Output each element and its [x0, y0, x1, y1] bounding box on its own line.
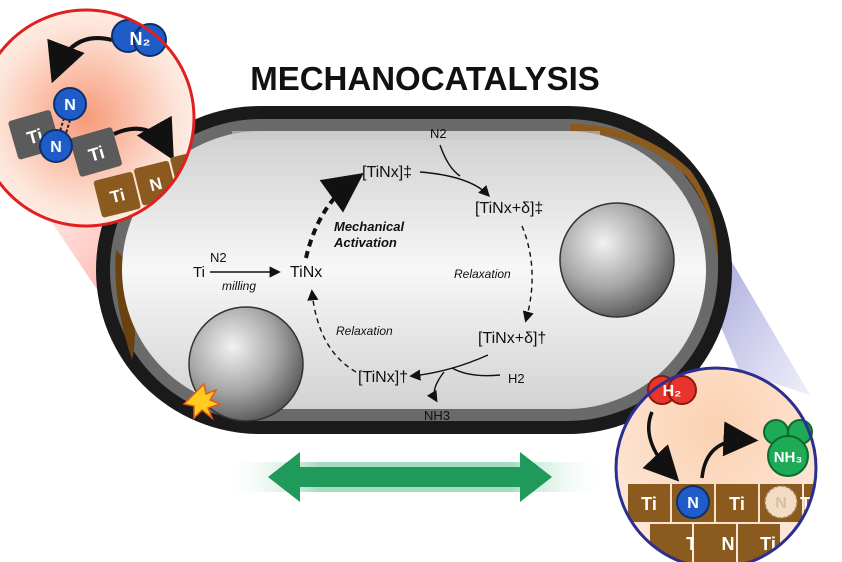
left-inset: Ti Ti N N Ti N Ti — [0, 8, 196, 228]
tinxd-dagger-label: [TiNx+δ]† — [478, 330, 546, 347]
nh3-out-arrow — [700, 421, 759, 479]
mechanical-activation-arrow — [304, 172, 364, 259]
left-relaxation-arrow — [307, 289, 357, 373]
right-row2-tile-3: Ti — [760, 534, 776, 554]
right-row1-tile-1: Ti — [641, 494, 657, 514]
adsorption-arrow — [47, 36, 113, 84]
nh3-badge-label: NH₃ — [774, 449, 803, 466]
brown-ti-tile-left — [93, 172, 141, 218]
gray-ti-tile-right — [70, 127, 122, 177]
h2-feed-label: H2 — [508, 371, 525, 386]
bottom-arc-arrow — [409, 354, 489, 381]
right-inset: Ti Ti Ti Ti N Ti N N — [614, 366, 818, 562]
h2-badge-label: H₂ — [663, 383, 682, 400]
brown-ti-left-label: Ti — [108, 185, 127, 207]
n2-top-label: N2 — [430, 126, 447, 141]
n-top-label: N — [64, 97, 76, 114]
tinx-main-label: TiNx — [290, 264, 322, 281]
vacancy-atom — [764, 485, 798, 519]
h2-in-curve — [451, 367, 501, 377]
right-relaxation-arrow — [521, 225, 534, 323]
top-arc-arrow — [419, 171, 490, 198]
relaxation-left-label: Relaxation — [336, 324, 393, 338]
n2-in-curve — [439, 144, 461, 177]
milling-ball-right — [559, 202, 675, 318]
vacancy-label: N — [775, 495, 787, 512]
gray-ti-right-label: Ti — [86, 142, 107, 166]
page-title: MECHANOCATALYSIS — [250, 60, 600, 97]
n2-feed-label: N2 — [210, 250, 227, 265]
right-row1-tile-3: Ti — [729, 494, 745, 514]
lattice-n-atom — [676, 485, 710, 519]
lattice-n-label: N — [687, 495, 699, 512]
brown-n-label: N — [148, 174, 165, 195]
right-row2-tile-2: N — [722, 534, 735, 554]
activation-label: Activation — [333, 235, 397, 250]
impact-spark-icon — [182, 382, 223, 421]
tinx-double-dagger-label: [TiNx]‡ — [362, 164, 412, 181]
n2-badge-label: N₂ — [130, 29, 151, 49]
ti-label: Ti — [193, 264, 205, 281]
tinx-dagger-label: [TiNx]† — [358, 369, 408, 386]
n-atom-mid — [39, 129, 73, 163]
milling-label: milling — [222, 279, 256, 293]
mechanical-label: Mechanical — [334, 219, 404, 234]
shaking-direction-arrow — [225, 452, 605, 502]
milling-ball-left — [188, 306, 304, 422]
h2-in-arrow — [642, 411, 680, 482]
n-atom-top — [53, 87, 87, 121]
reaction-cycle: Ti N2 milling TiNx Mechanical Activation… — [193, 126, 546, 423]
nh3-out-label: NH3 — [424, 408, 450, 423]
dissociation-arrow — [113, 115, 174, 161]
tinxd-double-dagger-label: [TiNx+δ]‡ — [475, 200, 543, 217]
relaxation-right-label: Relaxation — [454, 267, 511, 281]
nh3-out-curve — [426, 371, 445, 403]
n-mid-label: N — [50, 139, 62, 156]
